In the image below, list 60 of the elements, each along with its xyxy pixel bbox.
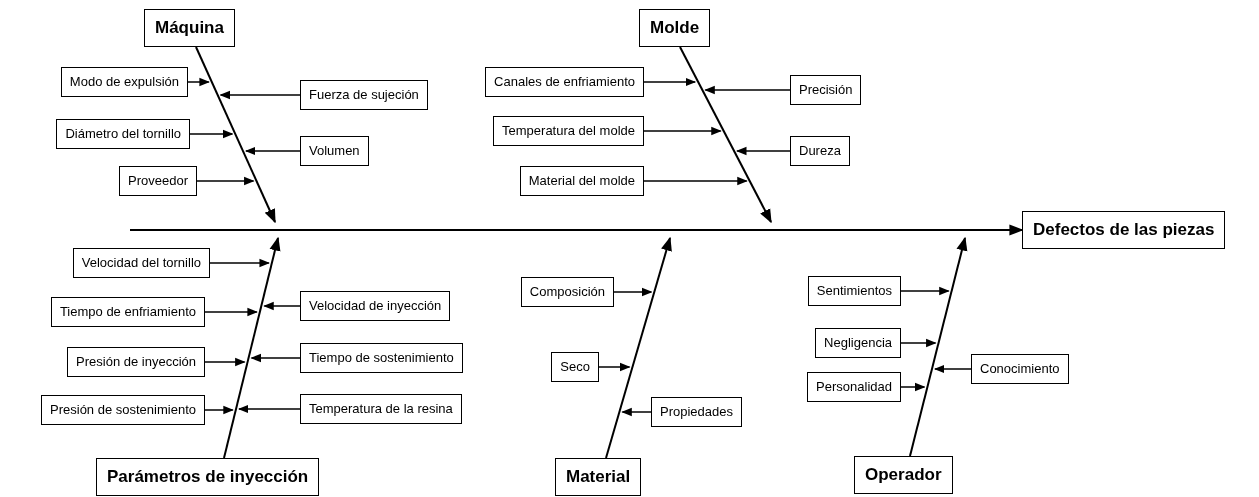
category-box: Molde bbox=[639, 9, 711, 47]
arrow bbox=[219, 90, 301, 100]
arrow bbox=[613, 287, 653, 297]
cause-box: Conocimiento bbox=[971, 354, 1069, 384]
arrow bbox=[204, 357, 246, 367]
arrow bbox=[196, 176, 255, 186]
arrow bbox=[250, 353, 301, 363]
cause-box: Sentimientos bbox=[807, 276, 901, 306]
arrow bbox=[209, 258, 270, 268]
category-box: Operador bbox=[854, 456, 953, 494]
cause-box: Dureza bbox=[790, 136, 850, 166]
arrow bbox=[187, 77, 210, 87]
bone-arrow bbox=[605, 236, 672, 459]
arrow bbox=[736, 146, 791, 156]
cause-box: Temperatura de la resina bbox=[300, 394, 462, 424]
arrow bbox=[244, 146, 301, 156]
spine-arrow bbox=[129, 224, 1024, 236]
arrow bbox=[189, 129, 234, 139]
cause-box: Seco bbox=[551, 352, 599, 382]
arrow bbox=[643, 126, 722, 136]
arrow bbox=[204, 405, 234, 415]
cause-box: Propiedades bbox=[651, 397, 742, 427]
arrow bbox=[204, 307, 258, 317]
cause-box: Modo de expulsión bbox=[60, 67, 188, 97]
cause-box: Material del molde bbox=[519, 166, 644, 196]
arrow bbox=[263, 301, 301, 311]
arrow bbox=[900, 338, 937, 348]
cause-box: Personalidad bbox=[807, 372, 901, 402]
arrow bbox=[238, 404, 301, 414]
cause-box: Fuerza de sujeción bbox=[300, 80, 428, 110]
cause-box: Tiempo de sostenimiento bbox=[300, 343, 463, 373]
cause-box: Presión de inyección bbox=[67, 347, 205, 377]
bone-arrow bbox=[195, 46, 276, 224]
cause-box: Tiempo de enfriamiento bbox=[50, 297, 205, 327]
bone-arrow bbox=[223, 236, 281, 459]
cause-box: Negligencia bbox=[815, 328, 901, 358]
cause-box: Canales de enfriamiento bbox=[485, 67, 644, 97]
arrow bbox=[900, 382, 926, 392]
arrow bbox=[621, 407, 652, 417]
effect-box: Defectos de las piezas bbox=[1022, 211, 1226, 249]
category-box: Máquina bbox=[144, 9, 235, 47]
category-box: Material bbox=[555, 458, 642, 496]
bone-arrow bbox=[679, 46, 772, 224]
cause-box: Velocidad de inyección bbox=[300, 291, 451, 321]
cause-box: Temperatura del molde bbox=[493, 116, 644, 146]
arrow bbox=[900, 286, 950, 296]
cause-box: Proveedor bbox=[119, 166, 197, 196]
cause-box: Precisión bbox=[790, 75, 862, 105]
arrow bbox=[598, 362, 631, 372]
arrow bbox=[704, 85, 791, 95]
cause-box: Composición bbox=[520, 277, 614, 307]
cause-box: Volumen bbox=[300, 136, 369, 166]
category-box: Parámetros de inyección bbox=[96, 458, 320, 496]
cause-box: Presión de sostenimiento bbox=[41, 395, 205, 425]
cause-box: Velocidad del tornillo bbox=[72, 248, 210, 278]
arrow bbox=[933, 364, 972, 374]
cause-box: Diámetro del tornillo bbox=[56, 119, 190, 149]
arrow bbox=[643, 77, 697, 87]
bone-arrow bbox=[909, 236, 968, 457]
arrow bbox=[643, 176, 748, 186]
